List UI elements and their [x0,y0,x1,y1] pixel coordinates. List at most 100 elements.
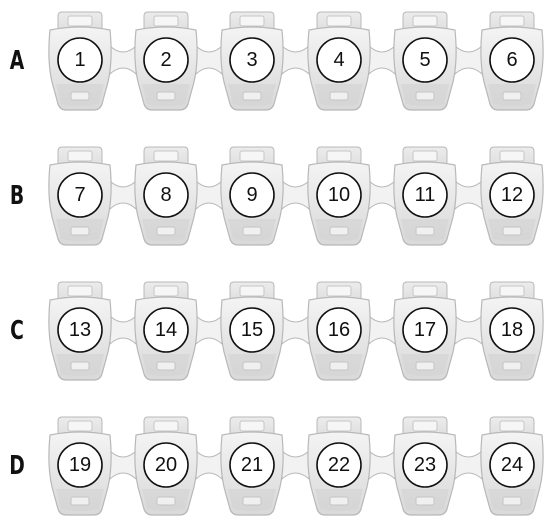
well-number-1: 1 [55,48,105,72]
tube-bottom-tab [157,227,175,235]
tube-strip-d [49,417,543,515]
well-number-5: 5 [400,48,450,72]
tube-cap-notch [327,16,351,26]
tube-bottom-tab [330,497,348,505]
tube-cap-notch [154,16,178,26]
tube-bottom-tab [243,497,261,505]
tube-bottom-tab [416,362,434,370]
tube-cap-notch [68,421,92,431]
strip-connector [110,451,136,479]
tube-cap-notch [413,421,437,431]
strip-connector [110,181,136,209]
tube-cap-notch [154,286,178,296]
tube-bottom-tab [71,227,89,235]
strip-connector [282,46,309,74]
well-number-17: 17 [400,318,450,342]
tube-bottom-tab [71,497,89,505]
well-number-15: 15 [227,318,277,342]
well-number-24: 24 [487,453,537,477]
tube-cap-notch [327,286,351,296]
well-number-7: 7 [55,183,105,207]
tube-bottom-tab [330,362,348,370]
row-label-b: B [5,181,29,211]
strip-connector [455,46,482,74]
tube-bottom-tab [330,92,348,100]
tube-cap-notch [68,151,92,161]
well-number-19: 19 [55,453,105,477]
tube-cap-notch [240,421,264,431]
tube-cap-notch [68,286,92,296]
tube-cap-notch [154,421,178,431]
tube-cap-notch [327,421,351,431]
tube-bottom-tab [157,92,175,100]
strip-connector [455,181,482,209]
tube-bottom-tab [416,227,434,235]
tube-bottom-tab [71,362,89,370]
tube-cap-notch [240,151,264,161]
well-number-20: 20 [141,453,191,477]
strip-connector [369,451,395,479]
tube-bottom-tab [243,92,261,100]
strip-connector [196,451,222,479]
well-number-11: 11 [400,183,450,207]
tube-cap-notch [327,151,351,161]
tube-bottom-tab [416,497,434,505]
well-number-6: 6 [487,48,537,72]
tube-cap-notch [154,151,178,161]
strip-connector [282,316,309,344]
tube-cap-notch [413,151,437,161]
tube-cap-notch [240,286,264,296]
strip-connector [282,451,309,479]
tube-strip-a [49,12,543,110]
tube-bottom-tab [157,362,175,370]
well-number-12: 12 [487,183,537,207]
strip-connector [369,181,395,209]
tube-bottom-tab [71,92,89,100]
strip-connector [196,46,222,74]
tube-bottom-tab [330,227,348,235]
tube-cap-notch [500,421,524,431]
tube-bottom-tab [243,227,261,235]
strip-connector [110,46,136,74]
row-label-c: C [5,316,29,346]
well-number-3: 3 [227,48,277,72]
well-number-22: 22 [314,453,364,477]
tube-bottom-tab [503,92,521,100]
tube-cap-notch [500,286,524,296]
well-number-2: 2 [141,48,191,72]
well-number-8: 8 [141,183,191,207]
tube-bottom-tab [416,92,434,100]
tube-cap-notch [413,16,437,26]
strip-connector [110,316,136,344]
row-label-a: A [5,46,29,76]
well-number-4: 4 [314,48,364,72]
tube-bottom-tab [503,227,521,235]
well-number-10: 10 [314,183,364,207]
well-number-21: 21 [227,453,277,477]
tube-strip-c [49,282,543,380]
tube-strip-b [49,147,543,245]
well-number-13: 13 [55,318,105,342]
strip-connector [369,316,395,344]
well-number-23: 23 [400,453,450,477]
tube-cap-notch [500,16,524,26]
well-number-16: 16 [314,318,364,342]
strip-connector [196,181,222,209]
tube-cap-notch [68,16,92,26]
strip-connector [196,316,222,344]
tube-bottom-tab [157,497,175,505]
strip-connector [369,46,395,74]
tube-bottom-tab [243,362,261,370]
strip-connector [282,181,309,209]
strip-connector [455,316,482,344]
well-number-14: 14 [141,318,191,342]
tube-bottom-tab [503,497,521,505]
well-number-18: 18 [487,318,537,342]
row-label-d: D [5,451,29,481]
tube-bottom-tab [503,362,521,370]
tube-cap-notch [413,286,437,296]
tube-cap-notch [500,151,524,161]
well-number-9: 9 [227,183,277,207]
